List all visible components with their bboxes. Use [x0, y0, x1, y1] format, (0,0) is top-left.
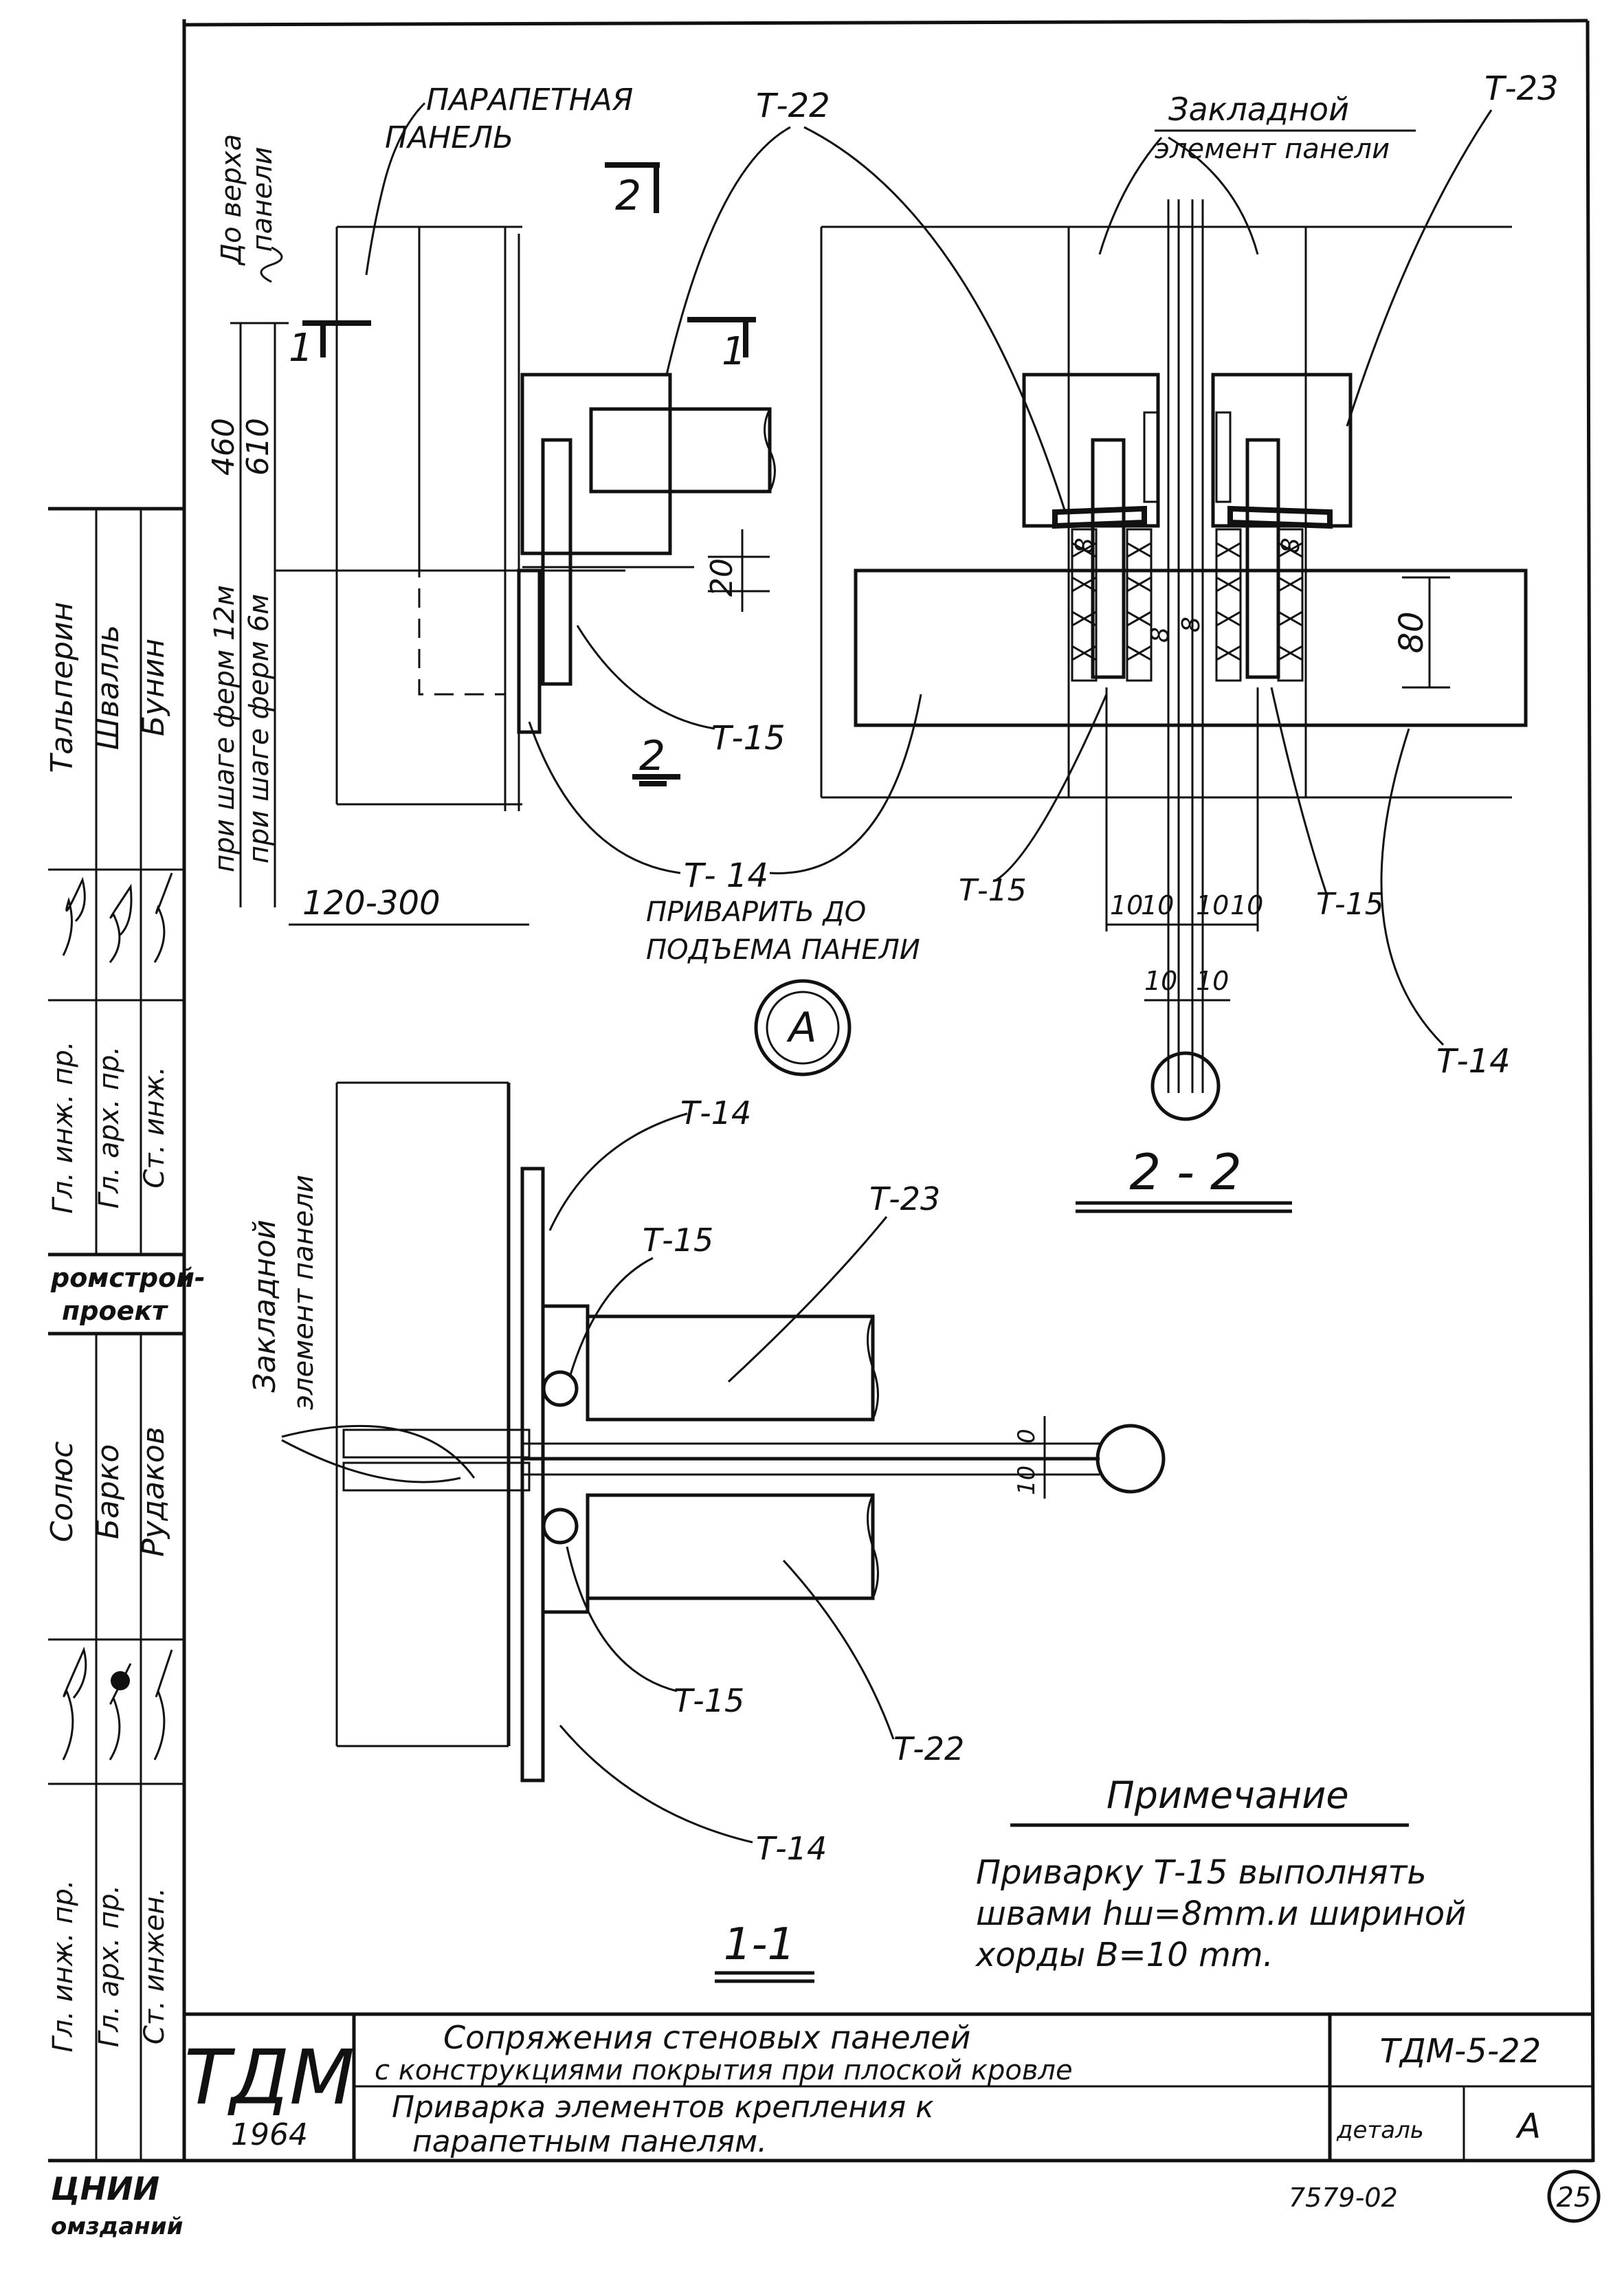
- view-section-1-1: 0 10 Закладной элемент панели Т-14 Т-23 …: [247, 1081, 1166, 1983]
- dim-10-c: 10: [1196, 890, 1229, 920]
- parapet-label-1: ПАРАПЕТНАЯ: [426, 82, 633, 118]
- strip-role-1: Гл. инж. пр.: [47, 1041, 79, 1213]
- strip-role-3: Ст. инж.: [139, 1066, 170, 1189]
- section-2-2-title: 2 - 2: [1129, 1143, 1241, 1201]
- note-heading: Примечание: [1106, 1774, 1349, 1817]
- t14-right-label: Т-14: [1436, 1042, 1511, 1081]
- title-block: ТДМ 1964 Сопряжения стеновых панелей с к…: [184, 2012, 1601, 2223]
- dim-80: 80: [1392, 611, 1431, 653]
- t15-bottom-1-1-label: Т-15: [674, 1682, 744, 1719]
- dim-8-d: 8: [1277, 538, 1305, 553]
- dim-10-b: 10: [1141, 890, 1174, 920]
- signature-scribble-1: [62, 876, 86, 956]
- dim-120-300: 120-300: [302, 884, 441, 923]
- t14-bottom-label: Т-14: [756, 1830, 827, 1867]
- view-section-2-2: 80 8 8 8 8 10 10 10 10 10 10 Закладной э…: [820, 69, 1559, 1213]
- view-top-left-elevation: 1 1 2 2 20 460 610 при шаге ферм 12м при…: [206, 82, 1067, 1077]
- cut-mark-2-top: 2: [615, 172, 641, 220]
- strip-role-4: Гл. инж. пр.: [47, 1879, 79, 2052]
- section-1-1-title: 1-1: [724, 1919, 796, 1970]
- strip-role-5: Гл. арх. пр.: [93, 1885, 125, 2048]
- signature-scribble-4: [62, 1646, 87, 1760]
- detail-value: А: [1515, 2106, 1541, 2146]
- t23-label: Т-23: [1484, 69, 1559, 108]
- weld-before-lift-1: ПРИВАРИТЬ ДО: [646, 896, 866, 928]
- dim-10-a: 10: [1110, 890, 1143, 920]
- strip-org-2: проект: [62, 1296, 168, 1326]
- sheet-title-2: с конструкциями покрытия при плоской кро…: [375, 2055, 1073, 2086]
- note-line-1: Приварку Т-15 выполнять: [976, 1853, 1427, 1892]
- dim-10-right: 10: [1013, 1466, 1041, 1495]
- t22-1-1-label: Т-22: [893, 1730, 964, 1767]
- dim-8-b: 8: [1146, 627, 1175, 643]
- truss-step-6: при шаге ферм 6м: [243, 594, 275, 863]
- strip-name-4: Солюс: [45, 1442, 80, 1543]
- parapet-label-2: ПАНЕЛЬ: [385, 120, 513, 155]
- strip-name-6: Рудаков: [136, 1426, 171, 1556]
- note-block: Примечание Приварку Т-15 выполнять швами…: [975, 1774, 1466, 1974]
- to-top-2: панели: [247, 147, 278, 252]
- detail-mark-a: А: [786, 1004, 816, 1052]
- dim-8-c: 8: [1177, 617, 1205, 632]
- dim-20: 20: [704, 558, 739, 597]
- left-stamp-strip: Тальперин Швалль Бунин Гл. инж. пр. Гл. …: [45, 507, 205, 2240]
- sheet-number: 25: [1557, 2182, 1592, 2214]
- tdm-logo: ТДМ: [184, 2033, 355, 2121]
- note-line-2: швами hш=8mm.и шириной: [976, 1895, 1466, 1933]
- note-line-3: хорды В=10 mm.: [975, 1936, 1273, 1974]
- strip-org-1: ромстрой-: [50, 1263, 205, 1293]
- t15-top-1-1-label: Т-15: [643, 1222, 713, 1259]
- year: 1964: [231, 2117, 308, 2152]
- t15-right-label: Т-15: [1316, 887, 1384, 922]
- t14-top-label: Т-14: [680, 1094, 751, 1132]
- detail-label: деталь: [1336, 2117, 1424, 2144]
- dim-0-right: 0: [1013, 1428, 1041, 1444]
- strip-cniu-2: омзданий: [51, 2213, 183, 2240]
- signature-scribble-3: [153, 872, 173, 963]
- t15-top-left: Т-15: [711, 719, 786, 758]
- sheet-frame: [182, 19, 1595, 2163]
- cut-mark-1-left: 1: [289, 326, 313, 371]
- strip-name-1: Тальперин: [45, 601, 80, 773]
- dim-10-f: 10: [1196, 966, 1229, 996]
- weld-before-lift-2: ПОДЪЕМА ПАНЕЛИ: [646, 934, 920, 966]
- strip-name-3: Бунин: [136, 639, 171, 736]
- dim-10-d: 10: [1230, 890, 1263, 920]
- strip-name-5: Барко: [91, 1444, 126, 1540]
- sheet-title-1: Сопряжения стеновых панелей: [443, 2019, 970, 2056]
- strip-name-2: Швалль: [91, 625, 126, 750]
- t15-left-label: Т-15: [959, 873, 1027, 908]
- dim-460: 460: [206, 418, 241, 476]
- archive-number: 7579-02: [1289, 2183, 1398, 2213]
- embedded-element-1-1-label-1: Закладной: [247, 1219, 282, 1393]
- embedded-element-label-1: Закладной: [1168, 91, 1349, 128]
- t14-top-left: Т- 14: [684, 857, 768, 895]
- signature-scribble-2: [109, 883, 133, 963]
- to-top-1: До верха: [216, 134, 247, 266]
- cut-mark-2-bottom: 2: [639, 732, 665, 780]
- signature-scribble-6: [153, 1649, 173, 1760]
- dim-10-e: 10: [1144, 966, 1177, 996]
- dim-8-a: 8: [1071, 538, 1099, 553]
- sheet-subtitle-1: Приварка элементов крепления к: [392, 2090, 934, 2125]
- sheet-code: ТДМ-5-22: [1380, 2032, 1542, 2071]
- embedded-element-label-2: элемент панели: [1155, 133, 1390, 165]
- embedded-element-1-1-label-2: элемент панели: [288, 1175, 320, 1410]
- dim-610: 610: [241, 418, 276, 476]
- t22-top-left: Т-22: [756, 87, 830, 125]
- sheet-subtitle-2: парапетным панелям.: [412, 2124, 767, 2159]
- truss-step-12: при шаге ферм 12м: [209, 585, 241, 872]
- cut-mark-1-right: 1: [722, 329, 746, 374]
- strip-role-6: Ст. инжен.: [139, 1888, 170, 2044]
- strip-role-2: Гл. арх. пр.: [93, 1046, 125, 1209]
- strip-cniu-1: ЦНИИ: [51, 2170, 159, 2207]
- signature-blot: [111, 1671, 130, 1690]
- t23-1-1-label: Т-23: [869, 1180, 940, 1217]
